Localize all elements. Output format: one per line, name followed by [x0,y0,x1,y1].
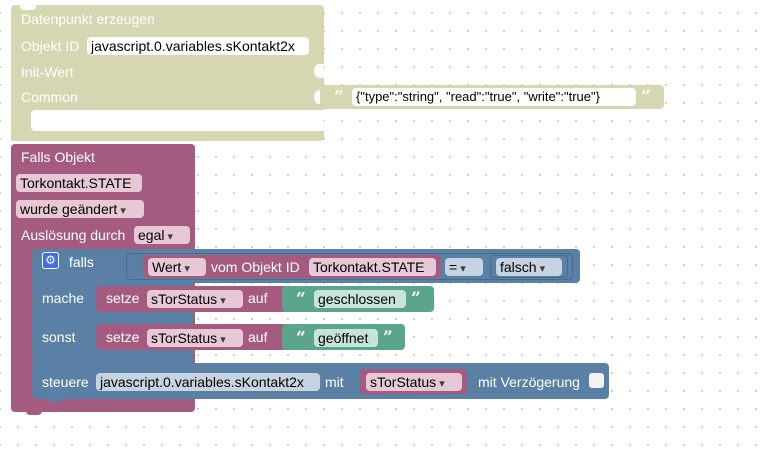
then-label: mache [42,290,85,306]
control-variable-dropdown[interactable]: sTorStatus [366,373,462,391]
trigger-block-title: Falls Objekt [21,149,95,165]
trigger-block-bottom-notch [26,410,42,415]
delay-checkbox[interactable] [589,373,604,388]
then-text-field[interactable]: geschlossen [314,290,406,308]
boolean-dropdown[interactable]: falsch [496,258,562,276]
gear-icon: ⚙ [45,253,56,267]
else-set-label: setze [106,329,140,345]
operator-dropdown[interactable]: = [445,258,483,276]
control-block-bottom-notch [47,397,63,402]
else-variable-dropdown[interactable]: sTorStatus [147,329,243,347]
then-close-quote-icon: ” [411,289,421,309]
then-to-label: auf [248,290,268,306]
close-quote-icon: ” [641,87,651,107]
object-id-label: Objekt ID [21,38,80,54]
trigger-type-dropdown[interactable]: egal [134,226,190,244]
delay-label: mit Verzögerung [478,374,580,390]
common-json-field[interactable]: {"type":"string", "read":"true", "write"… [352,88,636,106]
trigger-condition-dropdown[interactable]: wurde geändert [16,200,144,218]
open-quote-icon: “ [334,87,344,107]
then-set-label: setze [106,290,140,306]
else-to-label: auf [248,329,268,345]
init-value-socket [314,64,324,78]
trigger-object-field[interactable]: Torkontakt.STATE [16,174,142,192]
trigger-label: Auslösung durch [21,227,126,243]
if-label: falls [69,254,94,270]
common-label: Common [21,89,78,105]
init-value-label: Init-Wert [21,64,74,80]
create-block-statement-slot [31,110,324,131]
control-label: steuere [42,374,89,390]
else-close-quote-icon: ” [383,328,393,348]
create-block-title: Datenpunkt erzeugen [21,11,155,27]
then-variable-dropdown[interactable]: sTorStatus [147,290,243,308]
else-label: sonst [42,329,76,345]
then-open-quote-icon: “ [296,289,306,309]
common-socket [314,90,324,104]
mutator-gear-button[interactable]: ⚙ [42,252,59,269]
condition-object-field[interactable]: Torkontakt.STATE [309,258,436,276]
block-notch [20,5,36,10]
else-open-quote-icon: “ [296,328,306,348]
control-object-id-field[interactable]: javascript.0.variables.sKontakt2x [96,373,320,391]
object-id-field[interactable]: javascript.0.variables.sKontakt2x [87,37,309,55]
value-type-dropdown[interactable]: Wert [148,258,206,276]
control-with-label: mit [325,374,344,390]
else-text-field[interactable]: geöffnet [314,329,378,347]
from-object-label: vom Objekt ID [211,259,300,275]
